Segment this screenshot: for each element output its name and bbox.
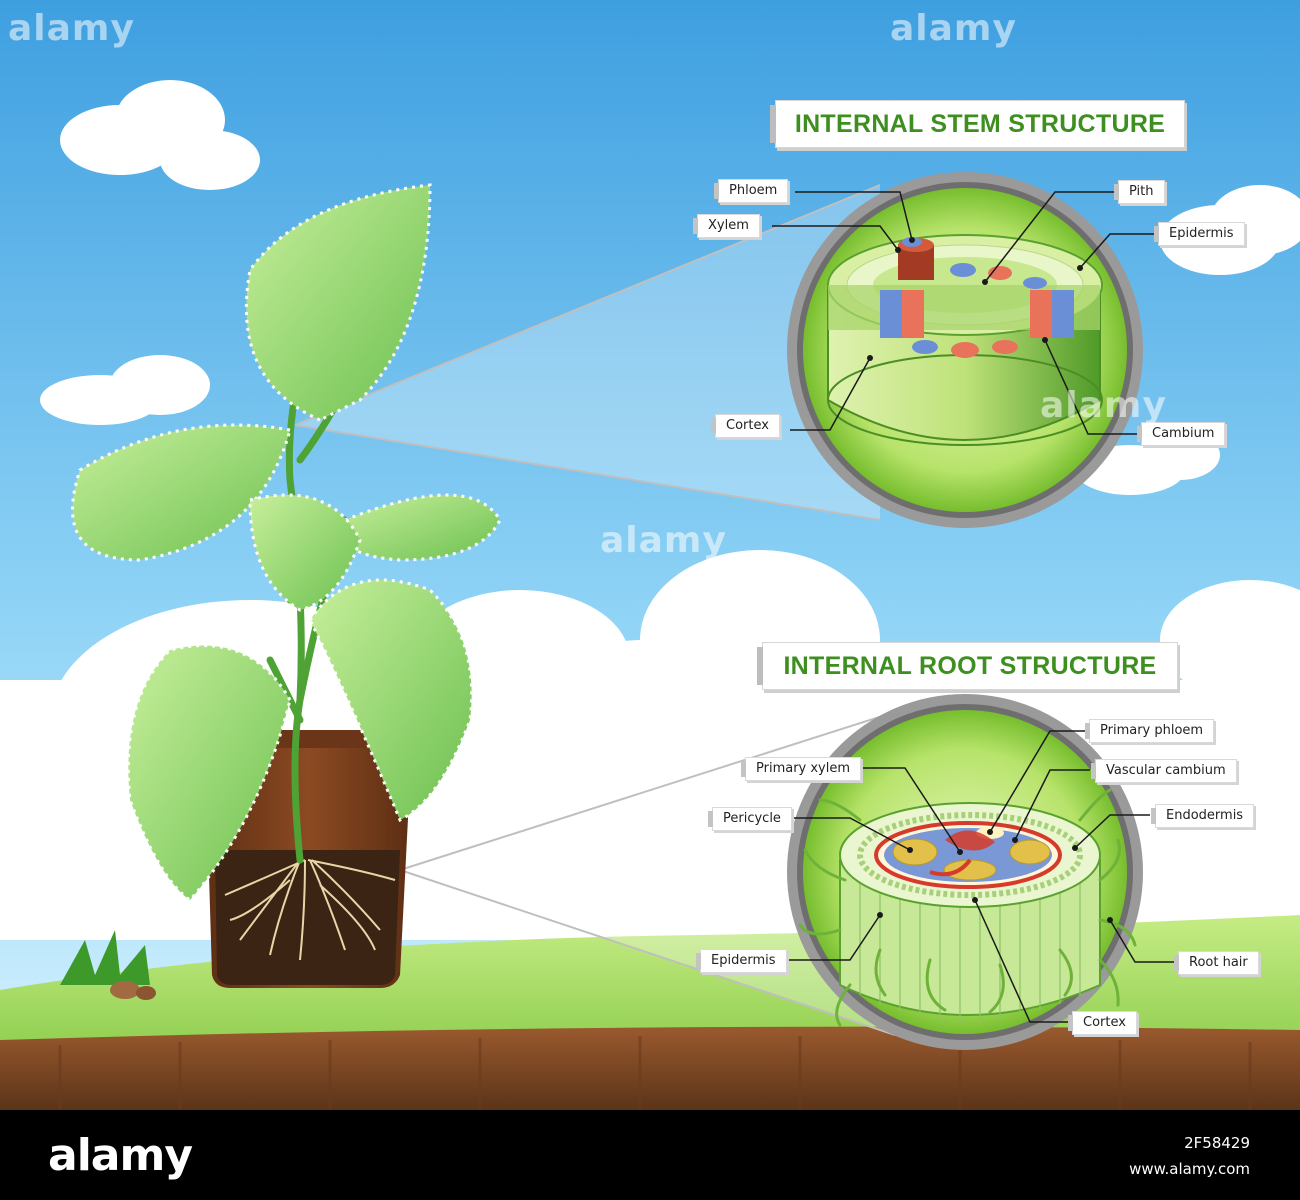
- root-label-root-hair: Root hair: [1174, 951, 1259, 975]
- root-label-cortex: Cortex: [1068, 1011, 1137, 1035]
- stem-leader-lines: [772, 191, 1155, 435]
- stem-label-cortex: Cortex: [711, 414, 780, 438]
- root-leader-lines: [785, 730, 1175, 1023]
- watermark: alamy: [890, 8, 1017, 49]
- stem-label-epidermis: Epidermis: [1154, 222, 1245, 246]
- root-title: INTERNAL ROOT STRUCTURE: [783, 651, 1157, 680]
- stem-label-cambium: Cambium: [1136, 422, 1226, 446]
- stem-label-xylem: Xylem: [693, 214, 760, 238]
- grass-tuft: [60, 930, 156, 1000]
- stem-title: INTERNAL STEM STRUCTURE: [794, 109, 1166, 138]
- stem-cross-section-lens: [787, 172, 1143, 528]
- footer-image-id: 2F58429: [1184, 1134, 1250, 1152]
- watermark: alamy: [600, 520, 727, 561]
- watermark: alamy: [1040, 385, 1167, 426]
- plant-leaves: [71, 183, 502, 902]
- stem-title-box: INTERNAL STEM STRUCTURE: [770, 100, 1185, 148]
- root-label-vascular-cambium: Vascular cambium: [1091, 759, 1237, 783]
- soil-strip: [0, 1026, 1300, 1110]
- root-label-pericycle: Pericycle: [708, 807, 792, 831]
- stem-label-pith: Pith: [1114, 180, 1165, 204]
- root-label-primary-phloem: Primary phloem: [1084, 719, 1215, 743]
- root-label-primary-xylem: Primary xylem: [740, 757, 862, 781]
- footer-site: www.alamy.com: [1129, 1160, 1250, 1178]
- footer-logo: alamy: [48, 1130, 193, 1181]
- root-label-epidermis: Epidermis: [696, 949, 787, 973]
- stem-label-phloem: Phloem: [713, 179, 789, 203]
- root-cross-section-lens: [787, 694, 1143, 1050]
- root-label-endodermis: Endodermis: [1150, 804, 1255, 828]
- watermark: alamy: [8, 8, 135, 49]
- diagram-illustration: [0, 0, 1300, 1110]
- stock-footer: alamy 2F58429 www.alamy.com: [0, 1110, 1300, 1200]
- root-title-box: INTERNAL ROOT STRUCTURE: [757, 642, 1178, 690]
- plant-roots: [224, 859, 396, 961]
